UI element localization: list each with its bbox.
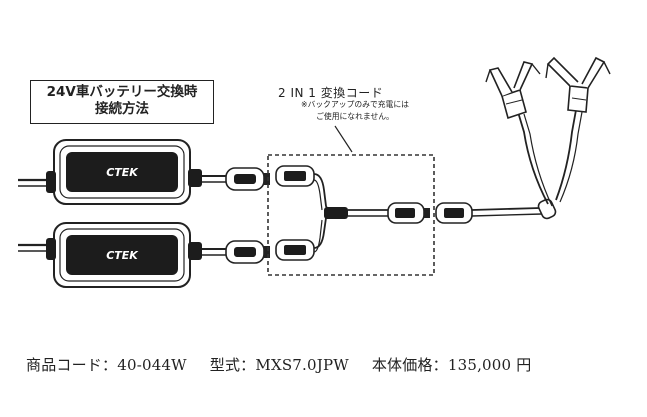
- clamp-lead-wire-right: [555, 109, 577, 201]
- adapter-title: 2 IN 1 変換コード: [278, 86, 384, 100]
- adapter-dashed-box: [267, 154, 435, 276]
- charger-2: [18, 222, 270, 288]
- label-pointer-line: [334, 125, 353, 153]
- title-line-2: 接続方法: [95, 101, 149, 117]
- adapter-output-plug: [387, 202, 430, 224]
- charger-1-face: [66, 152, 178, 192]
- charger-1-brand: CTEK: [106, 166, 139, 179]
- adapter-y-cable-bottom: [313, 213, 335, 249]
- clamp-lead: [435, 109, 583, 224]
- price: 本体価格：135,000 円: [371, 356, 532, 374]
- adapter-socket-bottom: [275, 239, 315, 261]
- footer: 商品コード：40-044W 型式：MXS7.0JPW 本体価格：135,000 …: [26, 354, 636, 375]
- charger-1: [18, 139, 270, 205]
- model-number: 型式：MXS7.0JPW: [209, 356, 349, 374]
- charger-2-brand: CTEK: [106, 249, 139, 262]
- title-line-1: 24V車バッテリー交換時: [46, 84, 198, 100]
- adapter-junction: [324, 207, 348, 219]
- charger-2-face: [66, 235, 178, 275]
- title-box: 24V車バッテリー交換時 接続方法: [30, 80, 214, 124]
- adapter-note: ※バックアップのみで充電には ご使用になれません。: [266, 99, 444, 123]
- clamp-lead-wire-left: [517, 111, 549, 205]
- battery-clamp-right: [545, 56, 611, 113]
- product-code: 商品コード：40-044W: [26, 356, 187, 374]
- battery-clamp-left: [485, 61, 541, 120]
- adapter-note-line-1: ※バックアップのみで充電には: [301, 100, 409, 109]
- adapter-note-line-2: ご使用になれません。: [316, 112, 394, 121]
- adapter-socket-top: [275, 165, 315, 187]
- adapter-y-cable-top: [313, 173, 335, 213]
